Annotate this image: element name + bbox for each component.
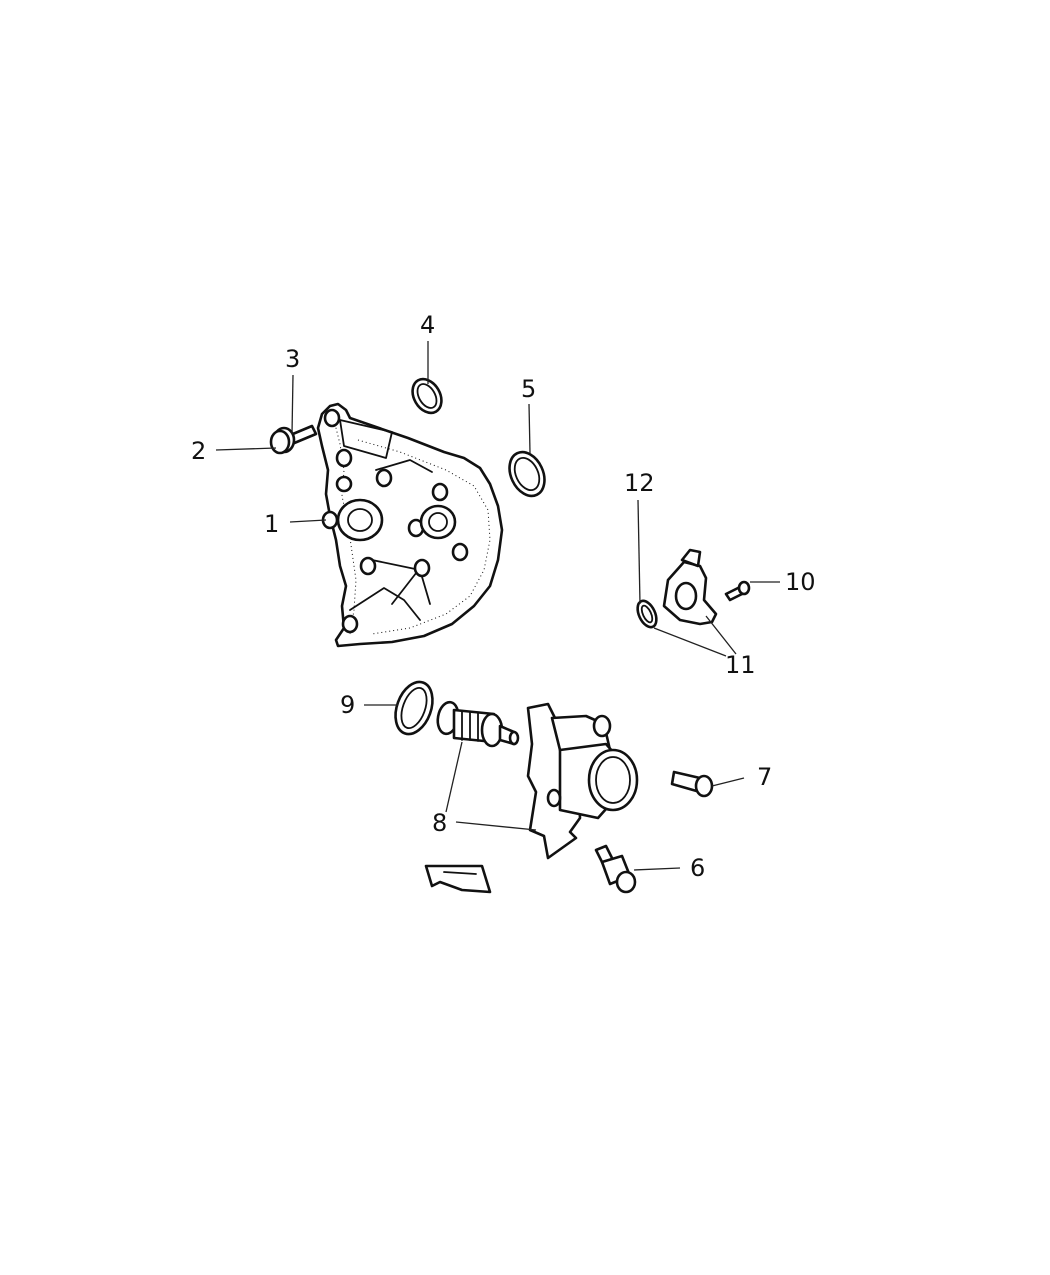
o-ring-5 xyxy=(508,450,546,498)
bolt-10 xyxy=(724,580,751,602)
thermostat xyxy=(436,700,520,748)
temperature-sensor xyxy=(594,844,637,894)
direction-arrow xyxy=(424,864,492,894)
callout-12: 12 xyxy=(624,469,655,497)
screw-plug xyxy=(269,424,318,455)
callout-3: 3 xyxy=(285,345,300,373)
callout-1: 1 xyxy=(264,510,279,538)
callout-2: 2 xyxy=(191,437,206,465)
outlet-connector xyxy=(662,548,718,626)
callout-10: 10 xyxy=(785,568,816,596)
callouts: 1 2 3 4 5 6 7 8 9 10 11 12 xyxy=(191,311,816,882)
callout-9: 9 xyxy=(340,691,355,719)
o-ring-9 xyxy=(394,680,434,736)
o-ring-12 xyxy=(636,599,658,629)
callout-11: 11 xyxy=(725,651,756,679)
cover-housing xyxy=(316,402,504,648)
thermostat-housing xyxy=(526,702,639,860)
o-ring-4 xyxy=(411,377,443,415)
bolt-7 xyxy=(670,770,714,798)
callout-4: 4 xyxy=(420,311,435,339)
callout-5: 5 xyxy=(521,375,536,403)
leader-lines xyxy=(215,341,780,871)
callout-7: 7 xyxy=(757,763,772,791)
callout-6: 6 xyxy=(690,854,705,882)
callout-8: 8 xyxy=(432,809,447,837)
